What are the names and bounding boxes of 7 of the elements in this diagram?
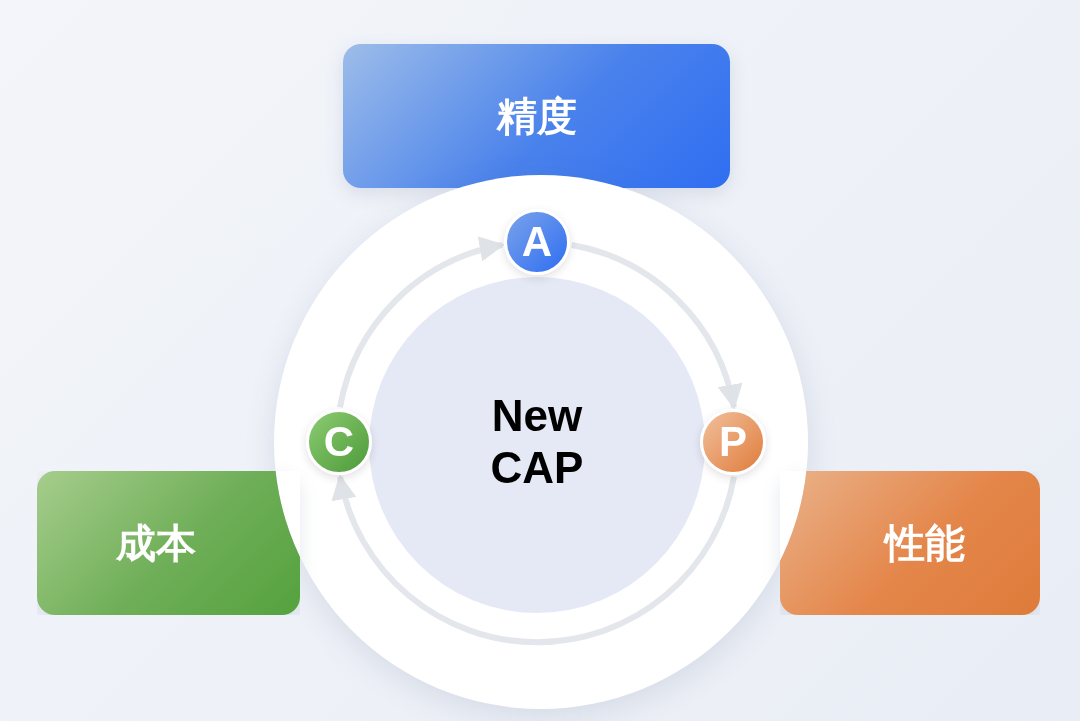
category-box: 精度 [343, 44, 730, 188]
arrow [333, 474, 737, 645]
arrow [337, 238, 505, 408]
category-box: 成本 [37, 471, 300, 615]
arrow [571, 242, 741, 410]
center-label: New CAP [472, 382, 602, 502]
category-box: 性能 [780, 471, 1040, 615]
